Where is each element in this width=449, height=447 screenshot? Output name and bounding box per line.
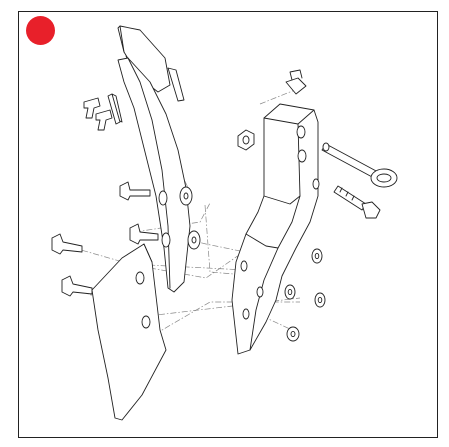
shovel-blade — [117, 57, 191, 293]
carriage-bolts — [51, 181, 159, 297]
shear-bolt — [333, 185, 381, 219]
nut — [237, 129, 255, 151]
washers — [179, 186, 326, 342]
top-cap — [285, 69, 307, 95]
lower-plate — [91, 243, 167, 421]
hitch-pin — [321, 142, 398, 188]
diagram-frame — [18, 11, 438, 438]
status-dot-icon — [26, 16, 55, 45]
plow-bolts — [83, 97, 113, 131]
spring-clip — [107, 67, 185, 125]
shank — [231, 103, 320, 355]
